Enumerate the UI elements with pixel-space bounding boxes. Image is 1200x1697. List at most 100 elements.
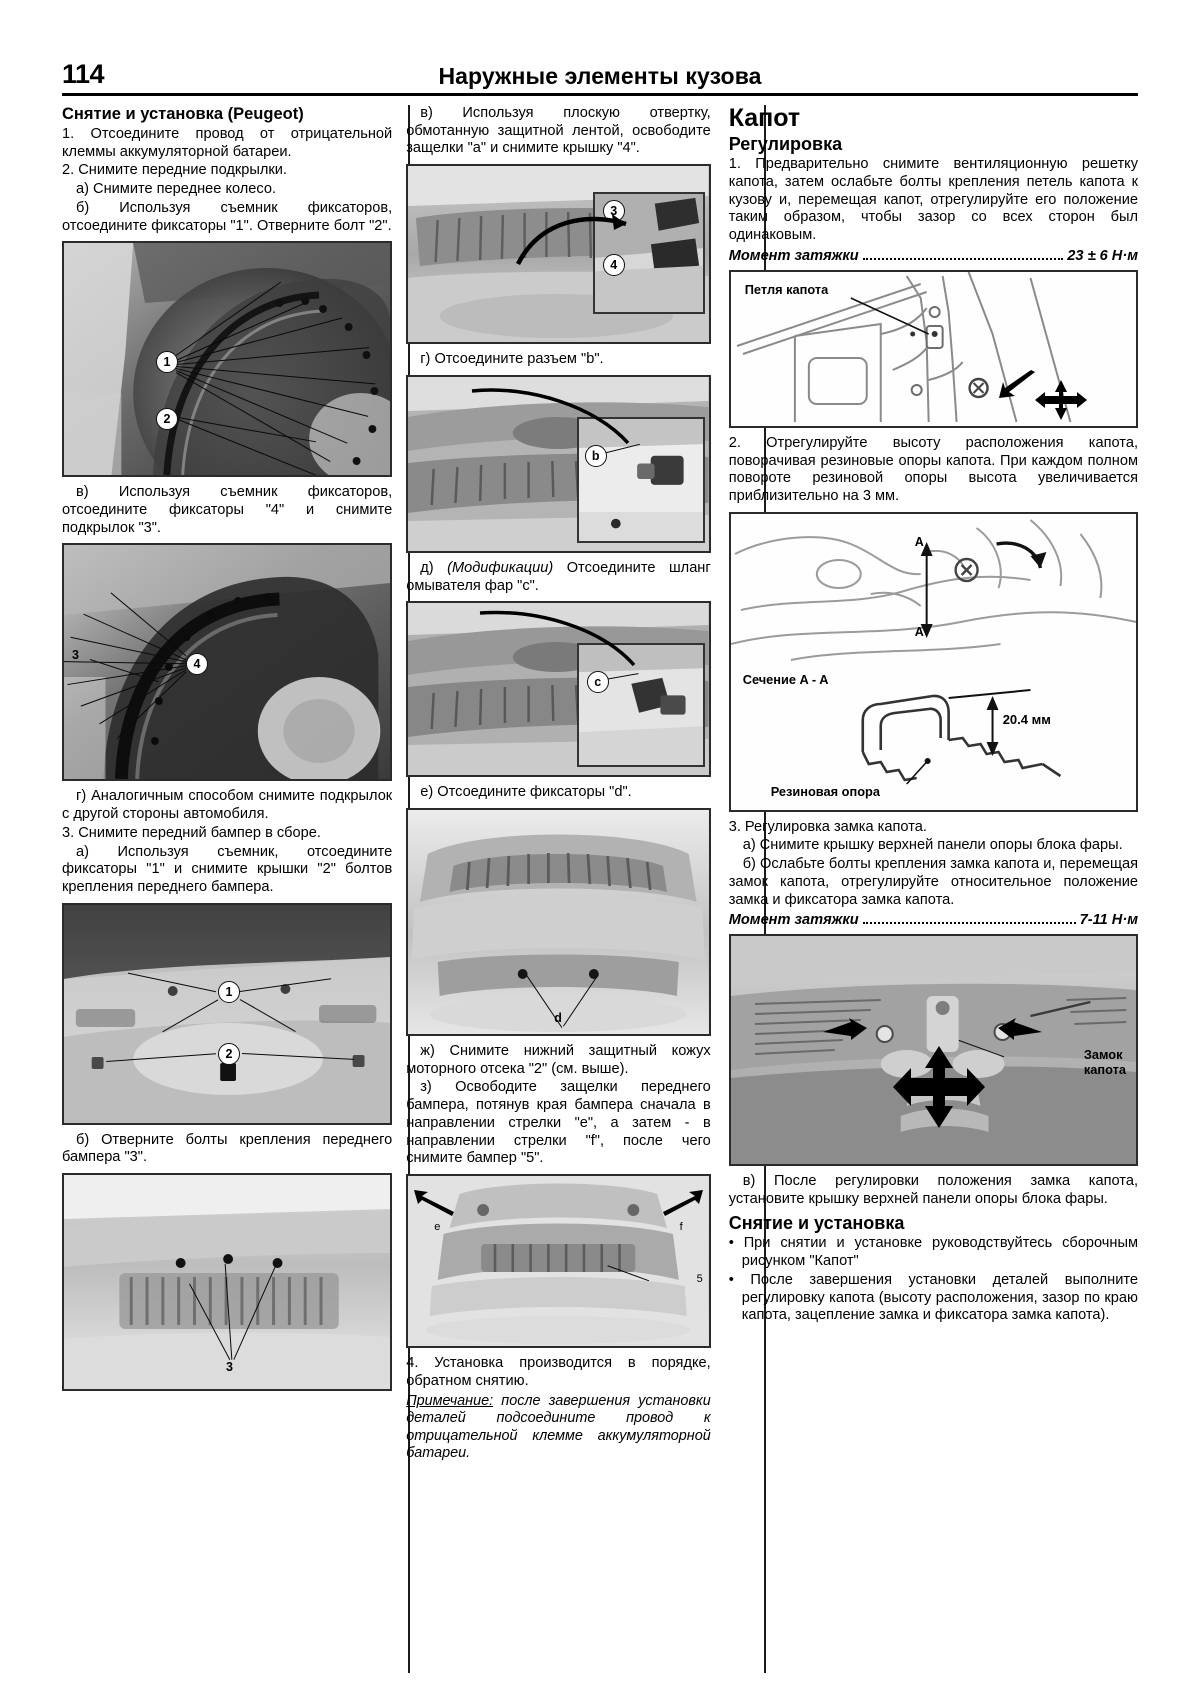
inset-detail-overlay [578, 645, 703, 766]
col2-step-3d: г) Отсоедините разъем "b". [420, 351, 604, 368]
col2-step-3c: в) Используя плоскую отвертку, обмотанну… [406, 105, 711, 157]
callout-3: 3 [226, 1360, 233, 1375]
arrow-e-icon [414, 1190, 455, 1217]
arrow-four-way-icon [892, 1046, 985, 1129]
lineart-detail [730, 518, 1136, 785]
col1-step-2: 2. Снимите передние подкрылки. [62, 162, 287, 179]
figure-hood-hinge: Петля капота [728, 269, 1138, 428]
inset-latch-detail [592, 192, 705, 315]
callout-3: 3 [602, 200, 625, 223]
step-modification-note: (Модификации) [447, 559, 554, 576]
callout-3: 3 [72, 648, 79, 663]
col1-step-3b: б) Отверните болты крепления переднего б… [62, 1131, 393, 1166]
page-number: 114 [62, 59, 105, 89]
section-heading-removal-installation: Снятие и установка (Peugeot) [62, 105, 304, 123]
col2-step-3g: ж) Снимите нижний защитный кожух моторно… [406, 1043, 711, 1077]
col3-step-3: 3. Регулировка замка капота. [728, 818, 927, 835]
callout-4: 4 [186, 653, 208, 676]
col1-step-1: 1. Отсоедините провод от отрицательной к… [62, 125, 393, 160]
caption-line-1: Замок [1083, 1047, 1123, 1063]
photo-hood-lock [730, 936, 1136, 1165]
col3-step-3a: а) Снимите крышку верхней панели опоры б… [742, 837, 1123, 854]
col1-step-3: 3. Снимите передний бампер в сборе. [62, 824, 321, 841]
note-label: Примечание: [406, 1392, 494, 1409]
lineart-rubber-support [730, 513, 1136, 810]
col3-step-2: 2. Отрегулируйте высоту расположения кап… [728, 434, 1138, 504]
arrow-four-way-icon [1034, 379, 1087, 420]
photo-detail-overlay [408, 810, 709, 1035]
callout-1: 1 [218, 980, 240, 1003]
torque-label: Момент затяжки [728, 247, 859, 264]
col2-note: Примечание: после завершения установки д… [406, 1393, 711, 1463]
photo-detail-overlay [64, 243, 391, 476]
torque-dots [862, 915, 1076, 925]
figure-caption-rubber-support: Резиновая опора [770, 783, 880, 799]
inset-connector-detail [576, 416, 705, 543]
col3-step-1: 1. Предварительно снимите вентиляционную… [728, 156, 1138, 244]
figure-caption-hood-hinge: Петля капота [744, 281, 829, 297]
figure-washer-hose-c: c [406, 601, 711, 778]
callout-2: 2 [156, 408, 178, 431]
column-right: Капот Регулировка 1. Предварительно сним… [728, 104, 1138, 1673]
callout-e: e [434, 1221, 441, 1234]
inset-washer-hose-detail [576, 643, 705, 768]
callout-f: f [679, 1221, 683, 1234]
arrow-f-icon [662, 1190, 703, 1217]
figure-bumper-release-directions: e f 5 [406, 1174, 711, 1349]
leader-curve [480, 611, 636, 667]
torque-value: 7-11 Н·м [1079, 912, 1138, 929]
arrow-left-icon [998, 1018, 1042, 1041]
lineart-detail [736, 271, 1072, 423]
figure-caption-hood-lock: Замок капота [1083, 1047, 1126, 1077]
caption-line-2: капота [1083, 1061, 1126, 1077]
callout-5: 5 [696, 1273, 703, 1286]
callout-b: b [584, 444, 607, 467]
callout-2: 2 [218, 1042, 240, 1065]
section-marker-a-bottom: A [914, 624, 924, 639]
torque-dots [862, 251, 1064, 260]
torque-value: 23 ± 6 Н·м [1067, 247, 1138, 264]
section-marker-a-top: A [914, 534, 924, 549]
callout-c: c [586, 671, 609, 694]
figure-grille-cover-latches: 3 4 [406, 164, 711, 345]
section-title-hood: Капот [728, 104, 801, 132]
col2-step-3f: е) Отсоедините фиксаторы "d". [420, 784, 632, 801]
col3-bullet-2: • После завершения установки деталей вып… [728, 1271, 1138, 1324]
column-left: Снятие и установка (Peugeot) 1. Отсоедин… [62, 105, 393, 1673]
photo-front-bumper [64, 904, 391, 1123]
torque-spec-hinge: Момент затяжки 23 ± 6 Н·м [729, 248, 1138, 264]
figure-fender-liner-removal: 3 4 [62, 543, 393, 782]
figure-rubber-support-section: A A Сечение A - A 20.4 мм Резиновая опор… [728, 511, 1138, 812]
photo-detail-overlay [408, 1176, 709, 1347]
inset-detail-overlay [594, 194, 703, 313]
callout-1: 1 [156, 351, 178, 374]
figure-front-fender-liner-fasteners: 1 2 [62, 241, 393, 478]
col1-step-2d: г) Аналогичным способом снимите подкрыло… [62, 788, 393, 823]
figure-front-bumper-covers: 1 2 [62, 902, 393, 1125]
step-text: Отсоедините шланг омывателя фар "c". [406, 559, 711, 594]
col3-step-3c: в) После регулировки положения замка кап… [728, 1173, 1138, 1207]
photo-detail-overlay [730, 936, 1136, 1165]
subsection-adjustment: Регулировка [728, 133, 843, 154]
col3-bullet-1: • При снятии и установке руководствуйтес… [728, 1235, 1138, 1270]
note-text: после завершения установки деталей подсо… [406, 1392, 711, 1462]
col1-step-2c: в) Используя съемник фиксаторов, отсоеди… [62, 484, 393, 536]
figure-connector-b: b [406, 374, 711, 553]
callout-4: 4 [602, 254, 625, 277]
column-middle: в) Используя плоскую отвертку, обмотанну… [406, 105, 711, 1673]
subsection-removal-installation: Снятие и установка [728, 1212, 905, 1233]
torque-label: Момент затяжки [728, 912, 859, 929]
photo-bumper-front [408, 1176, 709, 1347]
arrow-down-left-icon [998, 369, 1035, 398]
col2-step-4: 4. Установка производится в порядке, обр… [406, 1355, 711, 1389]
step-marker: д) [420, 559, 434, 576]
callout-d: d [554, 1011, 562, 1026]
col3-step-3b: б) Ослабьте болты крепления замка капота… [728, 856, 1138, 908]
column-divider-2 [764, 105, 766, 1673]
figure-caption-section-aa: Сечение A - A [742, 671, 829, 687]
figure-front-bumper-bolts: 3 [62, 1173, 393, 1392]
col1-step-3a: а) Используя съемник, отсоедините фиксат… [62, 843, 393, 896]
col1-step-2b: б) Используя съемник фиксаторов, отсоеди… [62, 199, 393, 234]
photo-detail-overlay [64, 904, 391, 1123]
